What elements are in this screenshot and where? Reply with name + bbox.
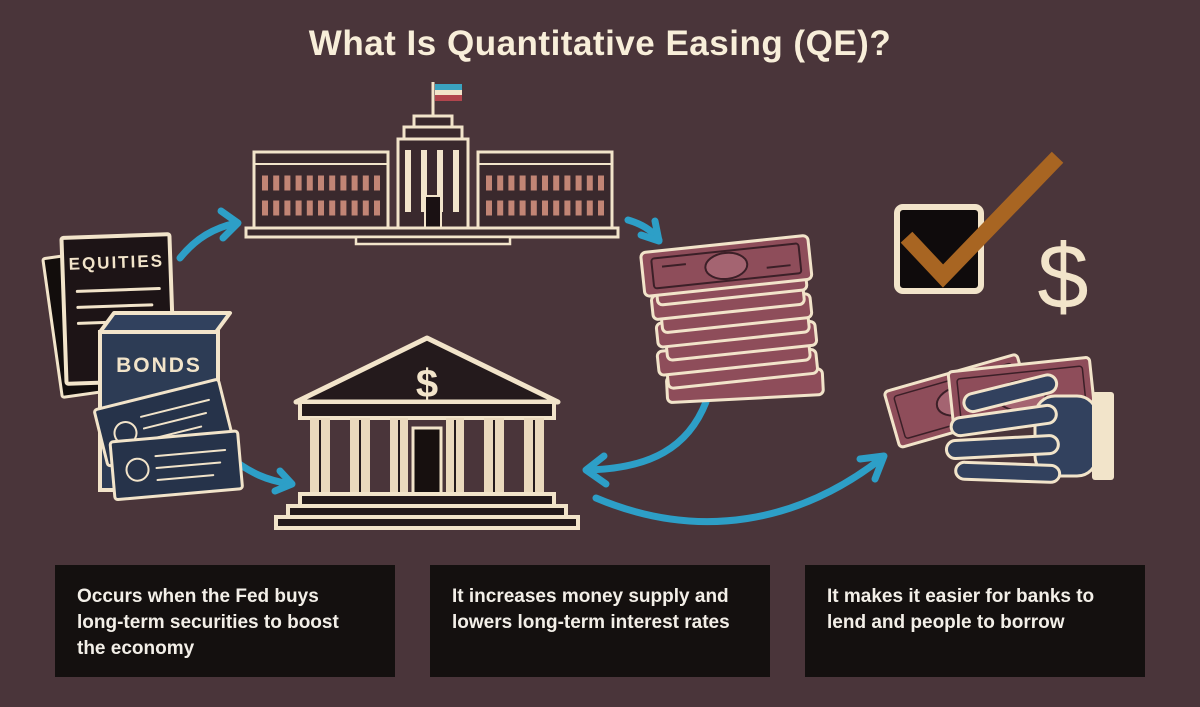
fed-door xyxy=(424,195,442,229)
arrow-bank-to-hand xyxy=(592,452,888,525)
money-stack xyxy=(639,234,825,404)
cuff xyxy=(1092,392,1114,480)
caption-money-supply: It increases money supply and lowers lon… xyxy=(430,565,770,677)
checkmark-icon xyxy=(900,151,1064,288)
fed-columns xyxy=(405,150,459,212)
caption-easier-lending: It makes it easier for banks to lend and… xyxy=(805,565,1145,677)
checkbox-illustration xyxy=(894,151,1064,294)
arrow-equities-to-fed xyxy=(176,207,242,262)
bond-certificate xyxy=(108,429,244,502)
bank-illustration: $ xyxy=(274,335,580,530)
caption-fed-buys-securities: Occurs when the Fed buys long-term secur… xyxy=(55,565,395,677)
top-banknote xyxy=(639,234,814,298)
bonds-box-lid xyxy=(98,311,232,334)
bank-door xyxy=(411,426,443,496)
flag-icon xyxy=(435,84,462,101)
bonds-box: BONDS xyxy=(93,311,244,502)
arrow-money-to-bank xyxy=(582,398,710,488)
arrow-fed-to-money xyxy=(624,216,663,245)
hand-icon xyxy=(944,373,1099,484)
bank-dollar-symbol: $ xyxy=(416,362,438,406)
bank-entablature xyxy=(298,400,556,420)
checkbox xyxy=(894,204,984,294)
page-title: What Is Quantitative Easing (QE)? xyxy=(308,24,892,63)
equities-label: EQUITIES xyxy=(68,251,164,273)
dollar-sign-icon: $ xyxy=(1037,226,1088,328)
bonds-label: BONDS xyxy=(116,354,202,377)
fed-windows xyxy=(262,175,606,216)
bank-columns xyxy=(310,418,544,494)
fed-building-illustration xyxy=(244,82,620,246)
hand-with-money xyxy=(883,353,1114,484)
